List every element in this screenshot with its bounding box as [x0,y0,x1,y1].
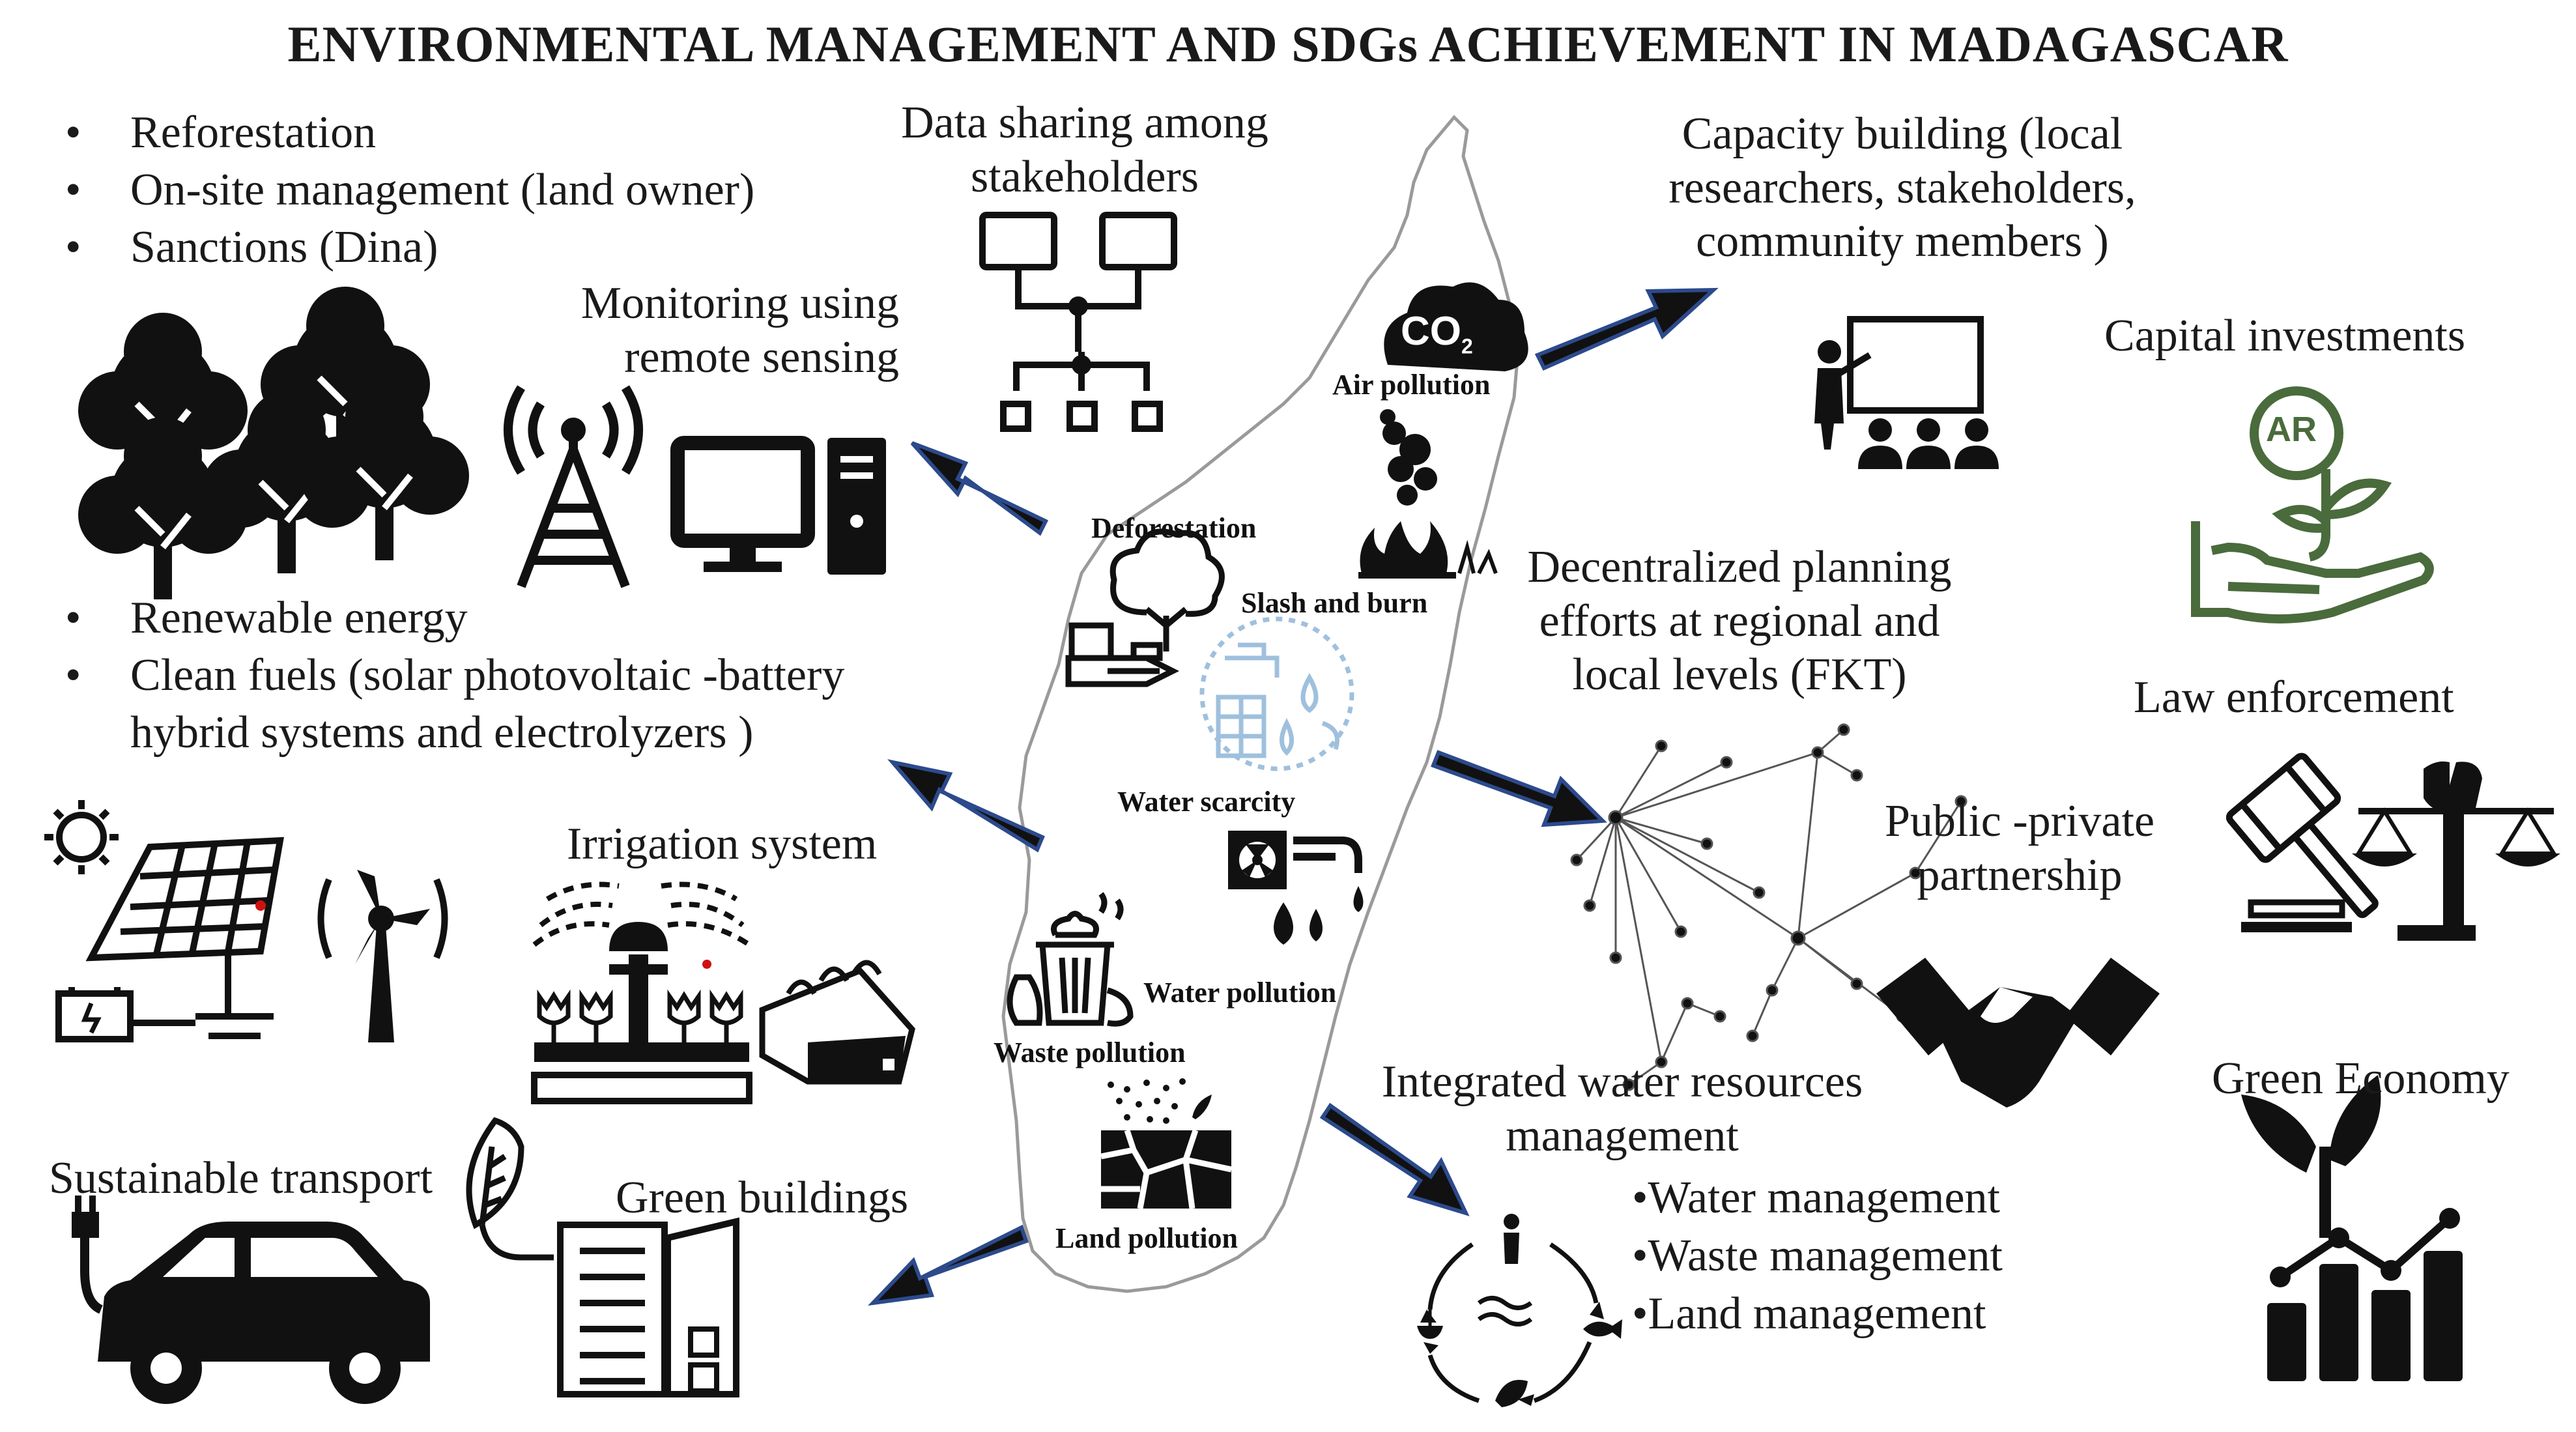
iwrm-line-2: management [1506,1110,1739,1161]
decentralized-line-1: Decentralized planning [1527,542,1952,592]
network-graph-icon [1570,723,1968,1091]
green-buildings-label: Green buildings [616,1173,909,1223]
water-scarcity-label: Water scarcity [1117,786,1296,818]
data-sharing-label: Data sharing among stakeholders [870,96,1300,204]
co2-subscript: 2 [1461,334,1473,358]
water-pollution-icon [1228,831,1364,945]
hand-plant-icon [2191,386,2434,623]
sustainable-transport-label: Sustainable transport [49,1153,433,1203]
arrow-to-green-buildings [867,1224,1029,1306]
ar-icon-text: AR [2266,410,2317,449]
data-sharing-line-1: Data sharing among [901,98,1268,148]
ppp-line-2: partnership [1917,850,2123,900]
electric-car-icon [72,1196,430,1404]
waste-pollution-label: Waste pollution [994,1037,1186,1068]
solar-panel-icon [85,837,285,1039]
decentralized-planning-label: Decentralized planning efforts at region… [1492,541,1987,702]
iwrm-line-1: Integrated water resources [1381,1057,1863,1107]
bullet-clean-fuels: Clean fuels (solar photovoltaic -battery… [65,647,844,762]
decentralized-line-3: local levels (FKT) [1572,650,1907,700]
water-pollution-label: Water pollution [1143,977,1337,1009]
land-pollution-label: Land pollution [1055,1222,1238,1254]
co2-label: CO2 [1401,308,1473,358]
clean-fuels-line-1: Clean fuels (solar photovoltaic -battery [130,650,845,701]
irrigation-label: Irrigation system [567,819,878,869]
ppp-line-1: Public -private [1884,796,2155,846]
clean-fuels-line-2: hybrid systems and electrolyzers ) [130,708,754,758]
waste-pollution-icon [1007,892,1134,1027]
ppp-label: Public -private partnership [1844,795,2196,902]
gavel-icon [2225,752,2379,932]
slash-and-burn-label: Slash and burn [1241,587,1428,619]
iwrm-item-waste: Waste management [1632,1227,2003,1285]
green-economy-icon [2241,1075,2463,1381]
decentralized-line-2: efforts at regional and [1539,595,1940,646]
monitoring-line-2: remote sensing [624,332,899,382]
capacity-line-1: Capacity building (local [1682,109,2123,159]
energy-list: Renewable energy Clean fuels (solar phot… [65,590,844,762]
capacity-building-label: Capacity building (local researchers, st… [1609,107,2196,269]
iwrm-list: Water management Waste management Land m… [1632,1169,2003,1343]
iwrm-item-land: Land management [1632,1285,2003,1343]
sun-icon [44,800,119,874]
water-scarcity-icon [1199,616,1354,771]
teacher-board-icon [1814,316,1999,469]
monitoring-line-1: Monitoring using [580,278,899,328]
green-economy-label: Green Economy [2212,1053,2510,1104]
page-title: ENVIRONMENTAL MANAGEMENT AND SDGs ACHIEV… [287,16,2289,72]
law-enforcement-label: Law enforcement [2134,672,2454,723]
land-pollution-icon [1100,1078,1232,1209]
iwrm-item-water: Water management [1632,1169,2003,1227]
bullet-reforestation: Reforestation [65,104,754,162]
handshake-icon [1876,958,2160,1108]
fire-icon [1358,521,1498,579]
irrigation-sprinkler-icon [531,881,752,1104]
reforestation-list: Reforestation On-site management (land o… [65,104,754,277]
bullet-sanctions: Sanctions (Dina) [65,219,754,276]
capital-investments-label: Capital investments [2104,311,2466,361]
water-cycle-icon [1417,1214,1622,1407]
capacity-line-2: researchers, stakeholders, [1668,162,2136,213]
garden-bed-icon [759,960,915,1085]
wind-turbine-icon [317,870,448,1042]
bullet-onsite-management: On-site management (land owner) [65,162,754,219]
deforestation-icon [1065,528,1225,687]
green-building-icon [557,1217,739,1397]
data-sharing-line-2: stakeholders [971,151,1199,202]
deforestation-label: Deforestation [1091,512,1257,544]
co2-text: CO [1401,309,1461,354]
arrow-to-energy [887,759,1045,853]
trees-icon [78,287,469,599]
radio-tower-icon [504,385,643,588]
justice-scale-icon [2352,761,2560,941]
arrow-to-decentralized [1431,750,1607,827]
data-sharing-network-icon [979,212,1177,432]
leaf-icon [466,1117,554,1261]
capacity-line-3: community members ) [1696,216,2109,267]
battery-icon [55,987,195,1042]
bullet-renewable-energy: Renewable energy [65,590,844,647]
arrow-to-capacity [1534,287,1719,371]
air-pollution-label: Air pollution [1332,369,1491,401]
arrow-to-monitoring [910,441,1049,536]
iwrm-label: Integrated water resources management [1355,1055,1889,1163]
co2-cloud-icon [1384,282,1528,371]
computer-icon [670,436,886,575]
arrow-to-iwrm [1319,1102,1470,1216]
monitoring-label: Monitoring using remote sensing [534,277,899,384]
smoke-icon [1380,409,1437,506]
